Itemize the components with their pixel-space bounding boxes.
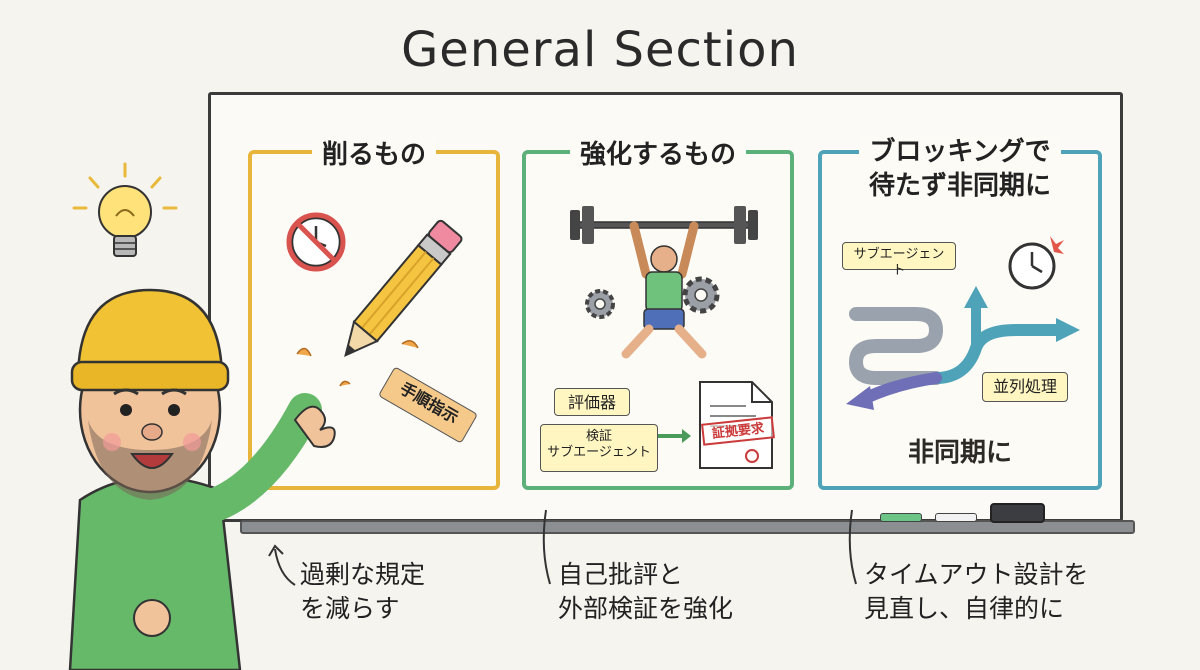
character-illustration	[68, 288, 336, 670]
clock-icon	[1008, 236, 1064, 290]
arrow-right-icon	[658, 429, 691, 443]
white-marker	[935, 513, 977, 522]
caption-pointer-1	[268, 544, 296, 586]
caption-pointer-3	[848, 509, 857, 585]
panel-async-heading: ブロッキングで 待たず非同期に	[822, 136, 1098, 204]
async-label: 非同期に	[907, 438, 1012, 468]
caption-remove: 過剰な規定 を減らす	[300, 560, 426, 623]
verify-subagent-label: 検証 サブエージェント	[540, 424, 658, 472]
branching-arrows-icon	[846, 286, 1080, 410]
evaluator-label: 評価器	[554, 388, 630, 416]
green-marker	[880, 513, 922, 522]
whiteboard-tray	[240, 520, 1135, 534]
no-clock-icon	[286, 212, 346, 272]
panel-strengthen-heading: 強化するもの	[526, 134, 790, 171]
caption-async: タイムアウト設計を 見直し、自律的に	[864, 560, 1089, 623]
panel-remove: 削るもの 手順指示	[248, 140, 500, 490]
eraser	[990, 503, 1045, 523]
parallel-label: 並列処理	[982, 372, 1068, 402]
gear-icon	[682, 276, 720, 314]
pencil-icon	[344, 219, 463, 358]
page-title: General Section	[401, 22, 799, 78]
panel-async: ブロッキングで 待たず非同期に サブエージェント 並列処理 非同期に	[818, 137, 1102, 490]
panel-remove-heading: 削るもの	[252, 134, 496, 171]
lightbulb-icon	[72, 162, 178, 257]
subagent-label: サブエージェント	[842, 242, 956, 278]
gear-icon	[585, 289, 615, 319]
caption-pointer-2	[542, 509, 551, 585]
caption-strengthen: 自己批評と 外部検証を強化	[558, 560, 734, 623]
pencil-shavings	[296, 340, 419, 387]
panel-strengthen: 強化するもの 評価器 検証 サブエージェント	[522, 140, 794, 490]
weightlifter-icon	[570, 206, 758, 359]
